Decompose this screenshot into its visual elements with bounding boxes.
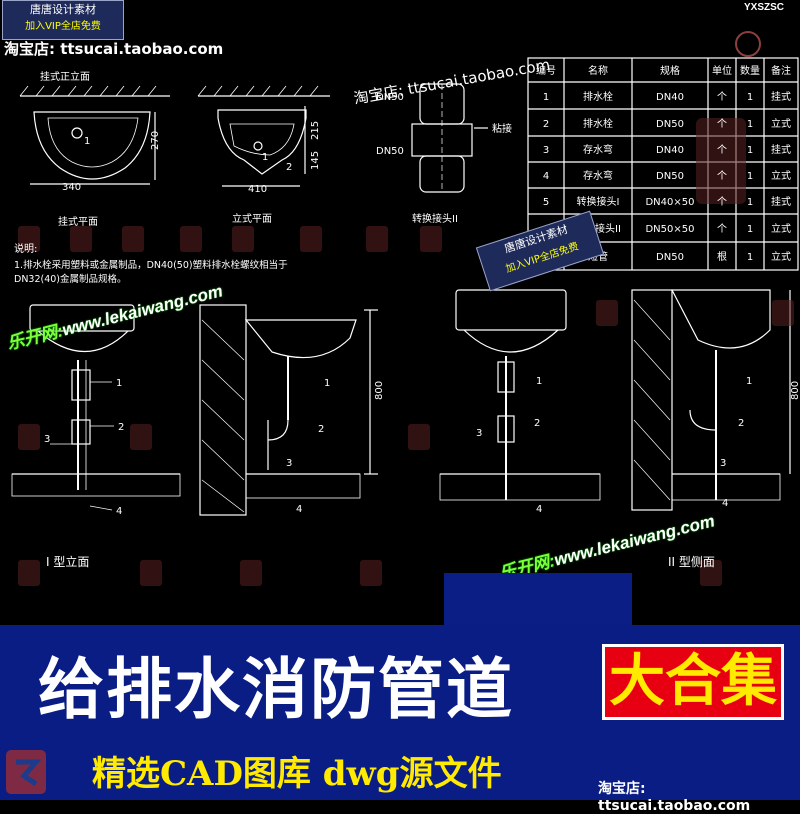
note-title: 说明: <box>14 242 37 255</box>
table-cell: 1 <box>747 252 753 263</box>
table-header-cell: 名称 <box>588 64 608 77</box>
dim-340: 340 <box>62 182 81 193</box>
table-cell: 1 <box>747 145 753 156</box>
svg-text:1: 1 <box>746 376 752 387</box>
table-header-cell: 编号 <box>536 64 556 77</box>
svg-text:2: 2 <box>318 424 324 435</box>
banner-subtitle: 精选CAD图库 dwg源文件 <box>92 754 502 794</box>
svg-text:1: 1 <box>262 152 268 163</box>
shop-label-bottom: 淘宝店: ttsucai.taobao.com <box>598 781 751 814</box>
type2-label: II 型侧面 <box>668 555 715 569</box>
svg-text:1: 1 <box>536 376 542 387</box>
table-cell: DN40 <box>656 92 684 103</box>
svg-text:4: 4 <box>296 504 302 515</box>
banner-highlight-box: 大合集 <box>602 644 784 720</box>
table-cell: 排水栓 <box>583 117 613 130</box>
dim-800-a: 800 <box>374 381 385 400</box>
table-header-cell: 规格 <box>660 64 680 77</box>
dim-410: 410 <box>248 184 267 195</box>
table-cell: 排水栓 <box>583 90 613 103</box>
table-cell: 根 <box>717 250 727 263</box>
table-cell: 转换接头I <box>577 195 620 208</box>
table-cell: 个 <box>717 223 727 235</box>
joint-label: 粘接 <box>492 122 512 135</box>
table-cell: 个 <box>717 144 727 156</box>
table-cell: 1 <box>747 119 753 130</box>
note-line-2: DN32(40)金属制品规格。 <box>14 273 127 285</box>
table-cell: 5 <box>543 197 549 208</box>
type1-label: I 型立面 <box>46 554 89 569</box>
table-cell: 4 <box>543 171 549 182</box>
adapter-label: 转换接头II <box>412 212 458 225</box>
svg-text:3: 3 <box>44 434 50 445</box>
table-cell: DN40 <box>656 145 684 156</box>
svg-text:2: 2 <box>534 418 540 429</box>
table-cell: 个 <box>717 91 727 103</box>
svg-text:4: 4 <box>722 498 728 509</box>
svg-text:3: 3 <box>286 458 292 469</box>
shop-label-top: 淘宝店: ttsucai.taobao.com <box>4 40 224 58</box>
table-cell: 挂式 <box>771 90 791 103</box>
table-cell: 1 <box>747 171 753 182</box>
table-cell: 1 <box>747 92 753 103</box>
table-cell: 个 <box>717 118 727 130</box>
svg-text:1: 1 <box>116 378 122 389</box>
badge-line-1: 唐唐设计素材 <box>30 3 96 16</box>
badge-line-2: 加入VIP全店免费 <box>25 21 101 32</box>
table-cell: 个 <box>717 170 727 182</box>
table-cell: DN50 <box>656 171 684 182</box>
svg-text:4: 4 <box>116 506 122 517</box>
table-cell: 挂式 <box>771 143 791 156</box>
table-cell: 挂式 <box>771 195 791 208</box>
table-cell: 1 <box>543 92 549 103</box>
table-cell: 立式 <box>771 222 791 235</box>
blue-accent-block <box>444 573 632 625</box>
side-view-label: 挂式正立面 <box>40 70 90 83</box>
table-cell: DN50 <box>656 119 684 130</box>
table-cell: DN50 <box>656 252 684 263</box>
dn50-label-a: DN50 <box>376 92 404 103</box>
svg-text:2: 2 <box>286 162 292 173</box>
cad-drawing: 挂式正立面 340 410 270 215 145 挂式平面 立式平面 转换接头… <box>11 31 800 586</box>
table-cell: 2 <box>543 119 549 130</box>
svg-text:2: 2 <box>118 422 124 433</box>
dim-800-b: 800 <box>790 381 800 400</box>
note-line-1: 1.排水栓采用塑料或金属制品，DN40(50)塑料排水栓螺纹相当于 <box>14 259 288 271</box>
parts-table: 编号 名称 规格 单位数量备注 1 排水栓 DN40 个 1 挂式 2 排水栓 DN50 个 1 立式 3 存水弯… <box>536 64 791 263</box>
svg-text:3: 3 <box>476 428 482 439</box>
svg-text:1: 1 <box>324 378 330 389</box>
table-cell: 1 <box>747 224 753 235</box>
table-cell: 立式 <box>771 250 791 263</box>
dim-215: 215 <box>310 121 321 140</box>
top-brand-badge: 唐唐设计素材 加入VIP全店免费 <box>2 0 124 40</box>
table-cell: 1 <box>747 197 753 208</box>
svg-text:2: 2 <box>738 418 744 429</box>
table-header-cell: 备注 <box>771 64 791 77</box>
table-cell: 个 <box>717 196 727 208</box>
table-header-cell: 单位 <box>712 64 732 77</box>
dim-270: 270 <box>150 131 161 150</box>
svg-text:1: 1 <box>84 136 90 147</box>
svg-text:3: 3 <box>720 458 726 469</box>
table-cell: 存水弯 <box>583 169 613 182</box>
brand-logo-icon <box>6 750 46 794</box>
table-cell: 3 <box>543 145 549 156</box>
table-cell: 存水弯 <box>583 143 613 156</box>
svg-text:4: 4 <box>536 504 542 515</box>
wall-plan-label: 挂式平面 <box>58 215 98 228</box>
banner-highlight: 大合集 <box>609 649 777 714</box>
dim-145: 145 <box>310 151 321 170</box>
table-cell: 立式 <box>771 169 791 182</box>
table-cell: DN40×50 <box>645 197 694 208</box>
stand-plan-label: 立式平面 <box>232 212 272 225</box>
banner-title: 给排水消防管道 <box>38 651 514 728</box>
table-cell: DN50×50 <box>645 224 694 235</box>
product-code: YXSZSC <box>744 2 785 13</box>
table-cell: 立式 <box>771 117 791 130</box>
dn50-label-b: DN50 <box>376 146 404 157</box>
table-header-cell: 数量 <box>740 64 760 77</box>
